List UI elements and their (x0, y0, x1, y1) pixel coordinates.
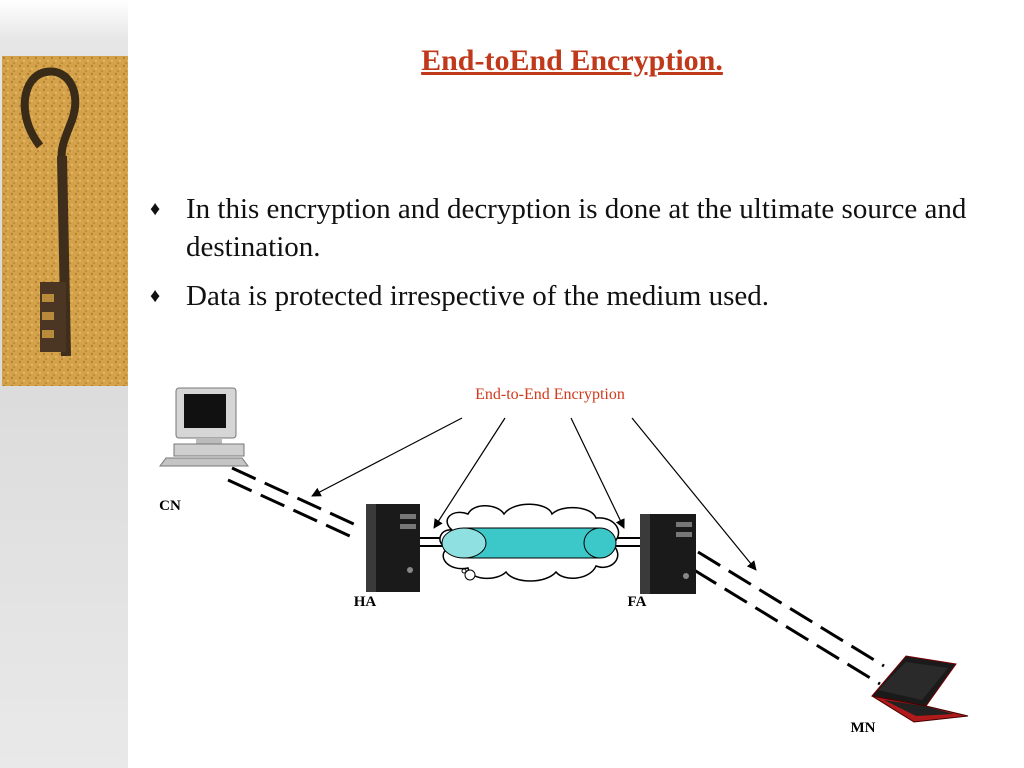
encrypted-tunnel-icon (441, 527, 617, 581)
laptop-icon (871, 655, 969, 723)
diamond-bullet-icon: ♦ (150, 198, 161, 220)
bullet-item: ♦ Data is protected irrespective of the … (150, 277, 990, 315)
bullet-text: In this encryption and decryption is don… (186, 193, 967, 263)
slide-title: End-toEnd Encryption. (421, 44, 723, 77)
bullet-item: ♦ In this encryption and decryption is d… (150, 190, 990, 266)
caption-arrow (631, 417, 757, 571)
key-photo (2, 56, 128, 386)
node-label-ha: HA (354, 594, 377, 610)
diamond-bullet-icon: ♦ (150, 285, 161, 307)
caption-arrow (433, 417, 506, 529)
dashed-link-cn-ha (227, 466, 359, 540)
caption-arrow (570, 417, 625, 529)
node-label-cn: CN (159, 498, 181, 514)
desktop-computer-icon (159, 387, 249, 467)
diagram-caption: End-to-End Encryption (475, 386, 625, 403)
server-tower-icon (640, 514, 696, 594)
node-label-fa: FA (628, 594, 647, 610)
bullet-list: ♦ In this encryption and decryption is d… (150, 190, 990, 326)
caption-arrow (311, 417, 463, 497)
bullet-text: Data is protected irrespective of the me… (186, 280, 770, 312)
dashed-link-fa-mn (693, 550, 885, 686)
node-label-mn: MN (851, 720, 876, 736)
server-tower-icon (366, 504, 420, 592)
